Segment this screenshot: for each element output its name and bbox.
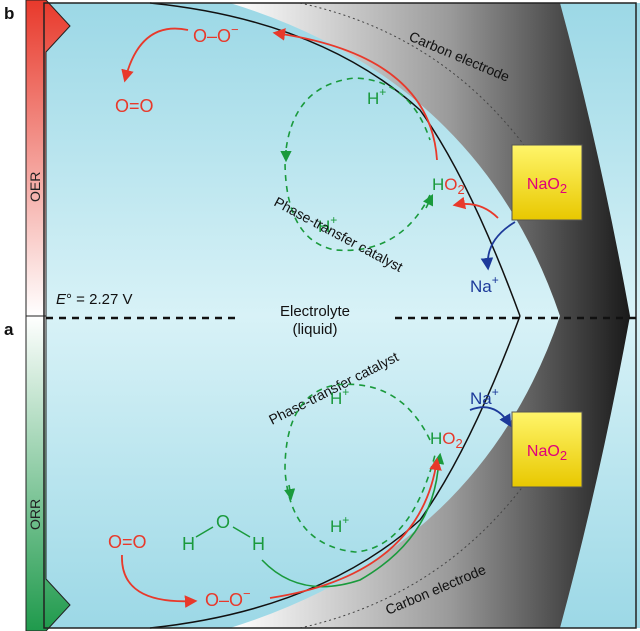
arrow-superoxide-to-o2 [121, 27, 189, 83]
catalyst-arrow-top-right [422, 193, 434, 209]
arrow-superoxide-to-ho2 [269, 457, 442, 599]
catalyst-arrow-bottom-left [284, 484, 296, 501]
water-bond-left [195, 526, 214, 538]
carbon-electrode-bottom [230, 316, 630, 628]
orr-label: ORR [27, 499, 43, 530]
water-hydrogen-right: H [252, 534, 265, 554]
ho2-bottom: HO2 [430, 429, 463, 451]
ho2-top: HO2 [432, 175, 465, 197]
arrow-ho2-to-superoxide [272, 28, 438, 161]
arrow-na-to-nao2 [469, 406, 512, 428]
water-bond-right [232, 526, 251, 538]
catalyst-cycle-top [284, 77, 431, 252]
proton-bottom-1: H+ [330, 385, 349, 408]
oer-label: OER [27, 172, 43, 202]
proton-bottom-2: H+ [330, 513, 349, 536]
proton-top-1: H+ [367, 85, 386, 108]
superoxide-bottom: O–O− [205, 586, 251, 610]
potential-label: E° = 2.27 V [56, 291, 132, 308]
electrode-dotted-top [299, 2, 561, 201]
superoxide-top: O–O− [193, 22, 239, 46]
electrolyte-sublabel: (liquid) [292, 321, 337, 338]
arrow-nao2-to-na-top [480, 221, 516, 271]
electrolyte-label: Electrolyte [280, 303, 350, 320]
panel-label-b: b [4, 4, 14, 23]
orr-bar [25, 315, 71, 631]
dioxygen-top: O=O [115, 96, 154, 116]
carbon-electrode-top [230, 3, 630, 316]
proton-top-2: H+ [318, 213, 337, 236]
sodium-ion-top: Na+ [470, 273, 499, 296]
nao2-box-bottom [511, 411, 583, 488]
water-hydrogen-left: H [182, 534, 195, 554]
water-green-track [261, 469, 439, 588]
electrode-surface-top [149, 2, 521, 317]
sodium-ion-bottom: Na+ [470, 385, 499, 408]
arrow-nao2-to-ho2 [452, 196, 499, 219]
nao2-label-top: NaO2 [527, 176, 567, 196]
nao2-box-top [511, 144, 583, 221]
nao2-label-bottom: NaO2 [527, 443, 567, 463]
arrow-o2-to-superoxide [121, 554, 198, 608]
electrode-surface-bottom [149, 315, 521, 629]
dioxygen-bottom: O=O [108, 532, 147, 552]
water-oxygen: O [216, 512, 230, 532]
frame [43, 2, 637, 629]
catalyst-cycle-bottom [284, 383, 436, 553]
panel-label-a: a [4, 320, 14, 339]
